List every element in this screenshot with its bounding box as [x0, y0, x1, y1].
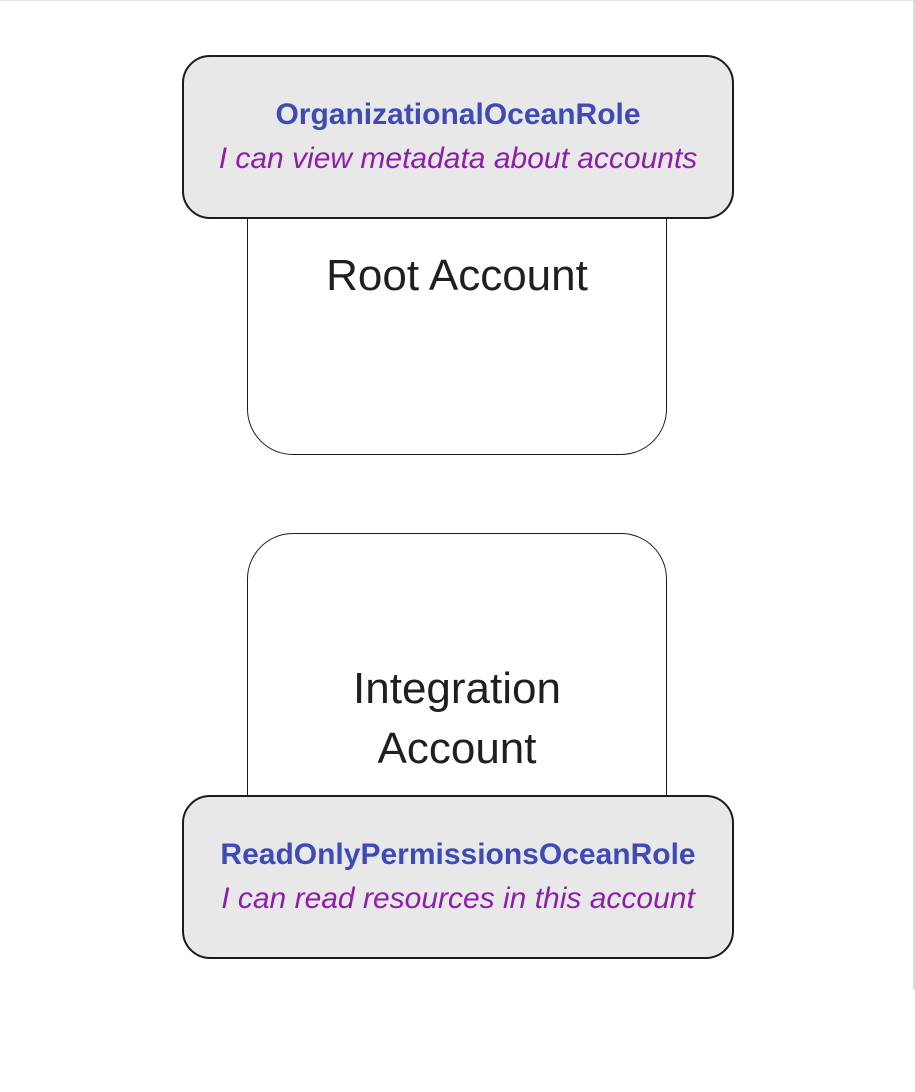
- integration-account-label: Integration Account: [353, 664, 561, 773]
- organizational-ocean-role-node: OrganizationalOceanRole I can view metad…: [182, 55, 734, 219]
- organizational-ocean-role-name: OrganizationalOceanRole: [275, 98, 641, 131]
- page-right-border: [913, 0, 915, 990]
- readonly-permissions-ocean-role-description: I can read resources in this account: [221, 882, 695, 915]
- readonly-permissions-ocean-role-name: ReadOnlyPermissionsOceanRole: [220, 838, 696, 871]
- page-top-border: [0, 0, 915, 1]
- root-account-label: Root Account: [326, 251, 588, 300]
- organizational-ocean-role-description: I can view metadata about accounts: [218, 142, 698, 175]
- readonly-permissions-ocean-role-node: ReadOnlyPermissionsOceanRole I can read …: [182, 795, 734, 959]
